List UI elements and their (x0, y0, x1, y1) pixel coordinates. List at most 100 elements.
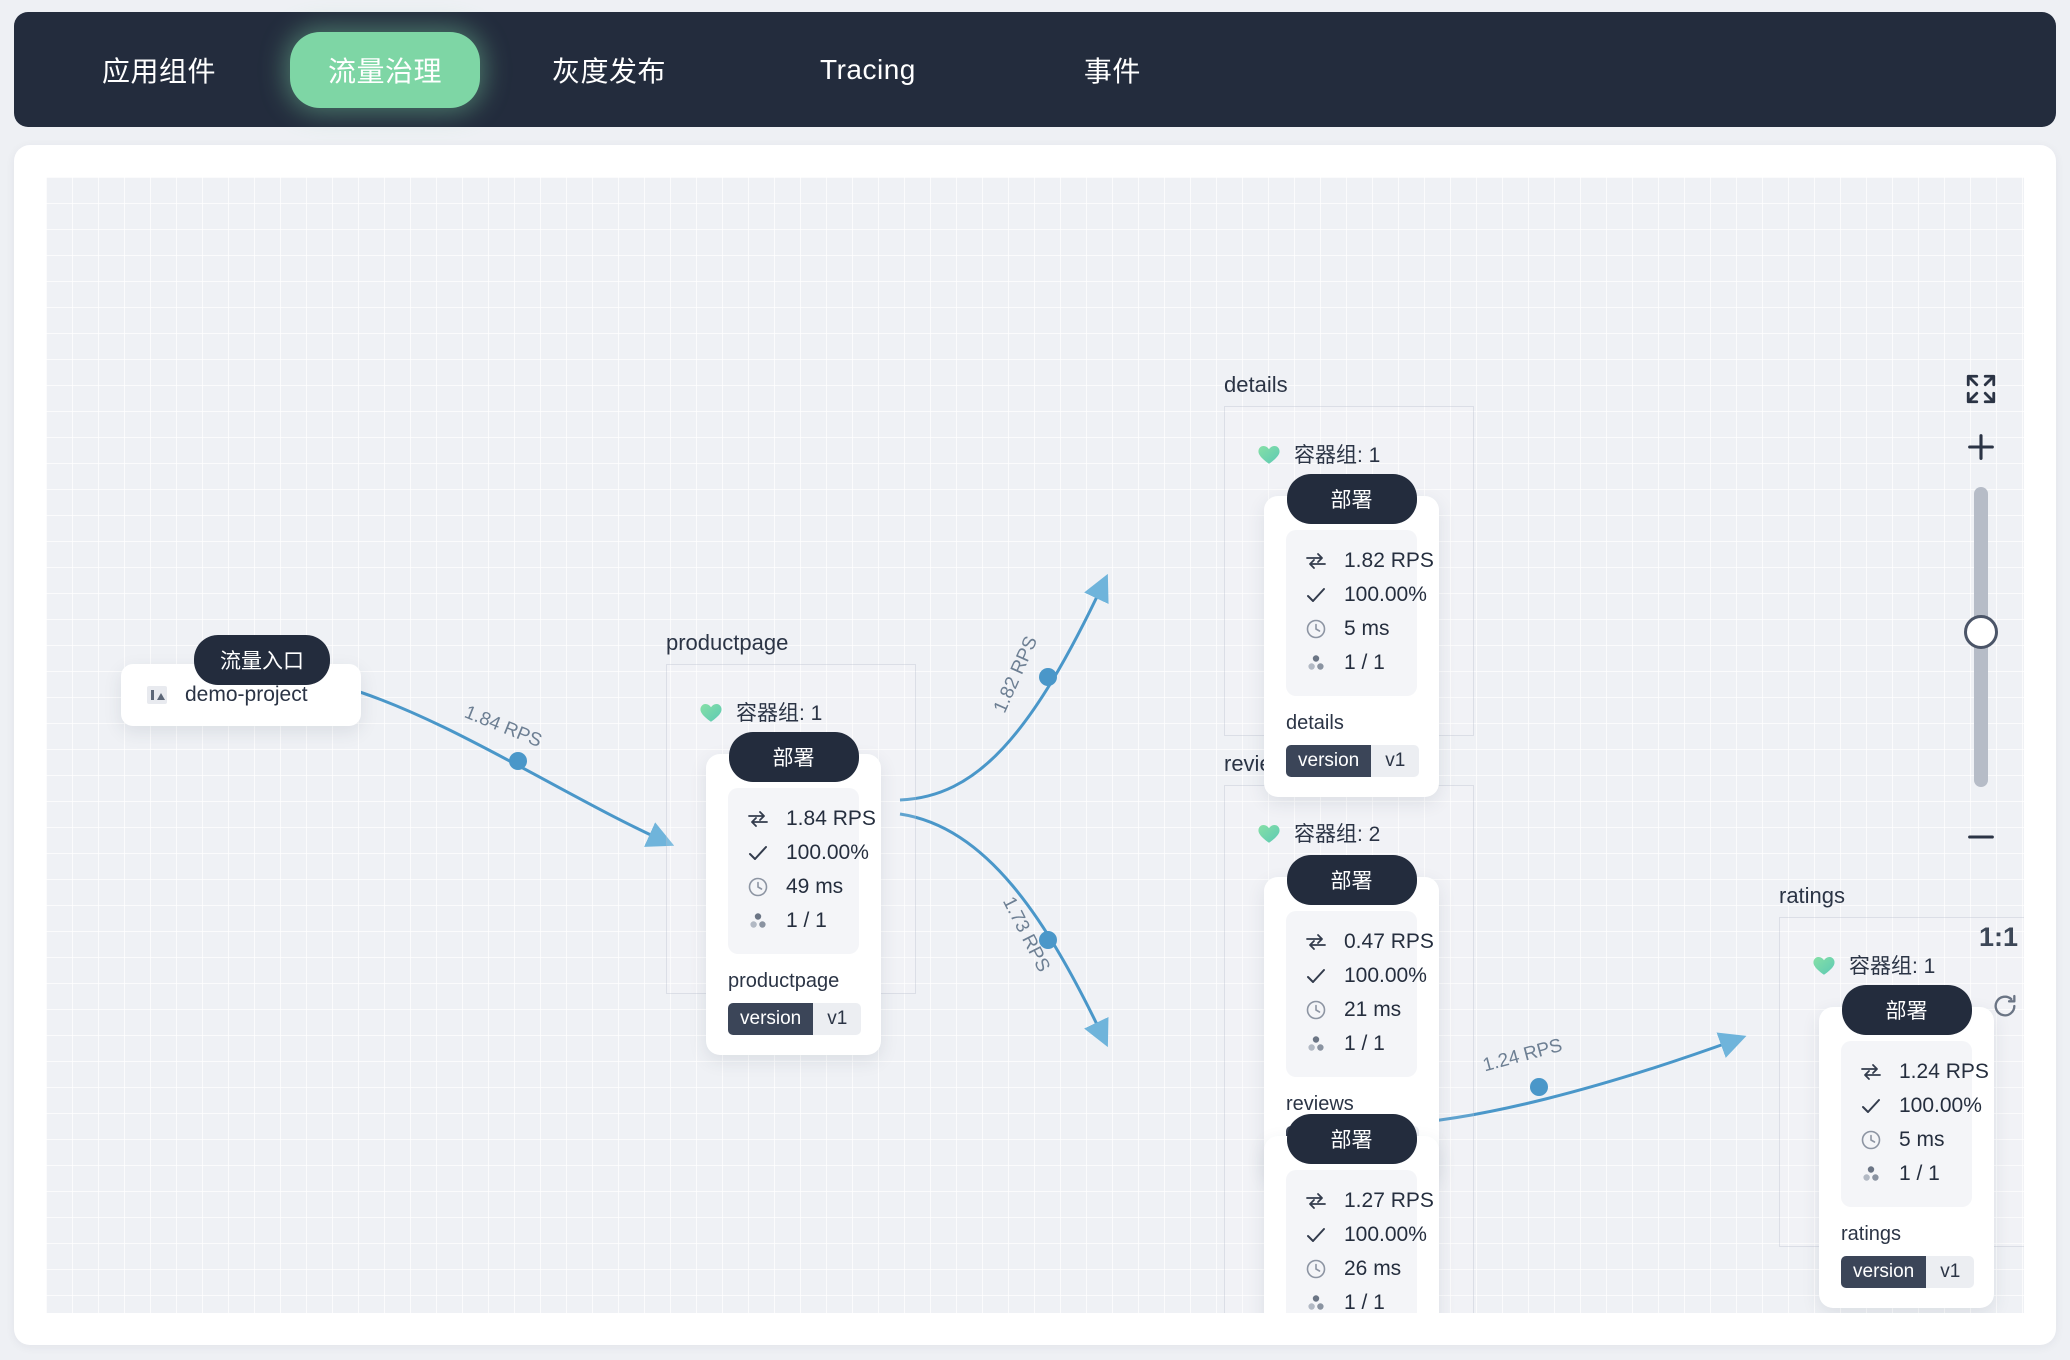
metric-replicas: 1 / 1 (1304, 1286, 1399, 1313)
tab-events[interactable]: 事件 (1083, 55, 1141, 87)
exchange-icon (1861, 1064, 1881, 1080)
heart-icon (700, 703, 722, 722)
metric-success-rate: 100.00% (1304, 578, 1427, 612)
metrics-block: 1.27 RPS 100.00% 26 ms (1286, 1170, 1434, 1313)
pods-row-details: 容器组: 1 (1256, 439, 1380, 469)
metric-value: 1 / 1 (786, 909, 827, 932)
deployment-name: ratings (1841, 1223, 1902, 1245)
zoom-ratio-indicator: 1:1 (1979, 922, 2019, 952)
pods-icon (1863, 1166, 1879, 1181)
metric-success-rate: 100.00% (1304, 959, 1427, 993)
heart-icon (1258, 824, 1280, 843)
version-tag: version v1 (1841, 1256, 1975, 1288)
metric-success-rate: 100.00% (746, 836, 869, 870)
exchange-icon (1306, 1193, 1326, 1209)
pods-icon (1308, 655, 1324, 670)
deploy-pill[interactable]: 部署 (1286, 474, 1417, 524)
metric-value: 1.27 RPS (1344, 1189, 1434, 1212)
metric-replicas: 1 / 1 (1304, 646, 1399, 680)
metric-value: 5 ms (1344, 617, 1390, 640)
check-icon (1862, 1099, 1880, 1113)
deployment-card[interactable]: 1.82 RPS 100.00% 5 ms (1264, 496, 1439, 797)
zoom-slider-thumb[interactable] (1964, 615, 1998, 649)
clock-icon (1861, 1130, 1881, 1150)
metric-rps: 0.47 RPS (1304, 925, 1434, 959)
metrics-block: 1.24 RPS 100.00% 5 ms (1841, 1041, 1989, 1207)
deployment-card[interactable]: 1.84 RPS 100.00% 49 ms (706, 754, 881, 1055)
pods-label: 容器组: 1 (1849, 955, 1936, 978)
entry-pill[interactable]: 流量入口 (194, 635, 330, 685)
exchange-icon (1306, 934, 1326, 950)
edge-productpage-to-reviews[interactable]: 1.73 RPS (899, 812, 1109, 1048)
edge-label: 1.24 RPS (1481, 1035, 1565, 1076)
pods-icon (1308, 1295, 1324, 1310)
expand-icon[interactable] (1964, 372, 1998, 406)
edge-productpage-to-details[interactable]: 1.82 RPS (899, 573, 1109, 802)
heart-icon (1258, 445, 1280, 464)
version-tag-key: version (1286, 745, 1372, 777)
metric-value: 21 ms (1344, 998, 1402, 1021)
metric-value: 100.00% (1344, 1223, 1427, 1246)
chart-icon (147, 686, 167, 704)
top-navbar: 应用组件 流量治理 灰度发布 Tracing 事件 (14, 12, 2056, 127)
refresh-icon[interactable] (1991, 992, 2019, 1020)
tab-app-components[interactable]: 应用组件 (102, 55, 217, 87)
pods-row-productpage: 容器组: 1 (698, 697, 822, 727)
deploy-pill[interactable]: 部署 (1286, 855, 1417, 905)
version-tag: version v1 (1286, 745, 1420, 777)
metric-success-rate: 100.00% (1304, 1218, 1427, 1252)
pods-row-reviews: 容器组: 2 (1256, 818, 1380, 848)
metric-value: 1.24 RPS (1899, 1060, 1989, 1083)
plus-icon[interactable] (1964, 430, 1998, 464)
metric-value: 0.47 RPS (1344, 930, 1434, 953)
group-title-ratings: ratings (1779, 883, 1846, 908)
clock-icon (1306, 1000, 1326, 1020)
metrics-block: 0.47 RPS 100.00% 21 ms (1286, 911, 1434, 1077)
version-tag-key: version (1841, 1256, 1927, 1288)
pods-icon (1308, 1036, 1324, 1051)
metric-latency: 5 ms (1859, 1123, 1954, 1157)
deployment-name: reviews (1286, 1093, 1354, 1115)
edge-entry-to-productpage[interactable]: 1.84 RPS (343, 685, 675, 847)
metric-value: 100.00% (1344, 583, 1427, 606)
version-tag-key: version (728, 1003, 814, 1035)
version-tag-value: v1 (1371, 745, 1420, 777)
metric-rps: 1.24 RPS (1859, 1055, 1989, 1089)
deployment-card[interactable]: 1.24 RPS 100.00% 5 ms (1819, 1007, 1994, 1308)
topology-canvas[interactable]: 1.84 RPS 1.82 RPS 1.73 RPS 1.24 RPS (46, 177, 2024, 1313)
minus-icon[interactable] (1964, 820, 1998, 854)
deploy-pill[interactable]: 部署 (1286, 1114, 1417, 1164)
check-icon (1307, 969, 1325, 983)
deployment-name: productpage (728, 970, 840, 992)
exchange-icon (1306, 553, 1326, 569)
pods-icon (750, 913, 766, 928)
pods-row-ratings: 容器组: 1 (1811, 950, 1935, 980)
deployment-card[interactable]: 1.27 RPS 100.00% 26 ms (1264, 1136, 1439, 1313)
clock-icon (1306, 1259, 1326, 1279)
version-tag-value: v1 (813, 1003, 862, 1035)
check-icon (1307, 588, 1325, 602)
deploy-pill[interactable]: 部署 (1841, 985, 1972, 1035)
metric-value: 5 ms (1899, 1128, 1945, 1151)
metric-value: 100.00% (1899, 1094, 1982, 1117)
metric-latency: 5 ms (1304, 612, 1399, 646)
clock-icon (1306, 619, 1326, 639)
tab-canary-release[interactable]: 灰度发布 (552, 55, 667, 87)
metric-rps: 1.82 RPS (1304, 544, 1434, 578)
metric-value: 1.84 RPS (786, 807, 876, 830)
pods-label: 容器组: 2 (1294, 823, 1381, 846)
metrics-block: 1.82 RPS 100.00% 5 ms (1286, 530, 1434, 696)
exchange-icon (748, 811, 768, 827)
edge-label: 1.84 RPS (461, 702, 544, 752)
deploy-pill[interactable]: 部署 (728, 732, 859, 782)
metric-value: 1 / 1 (1344, 1032, 1385, 1055)
check-icon (1307, 1228, 1325, 1242)
metric-value: 100.00% (786, 841, 869, 864)
metrics-block: 1.84 RPS 100.00% 49 ms (728, 788, 876, 954)
group-title-details: details (1224, 372, 1288, 397)
metric-value: 1.82 RPS (1344, 549, 1434, 572)
metric-value: 100.00% (1344, 964, 1427, 987)
tab-tracing[interactable]: Tracing (820, 53, 916, 85)
clock-icon (748, 877, 768, 897)
tab-traffic-management[interactable]: 流量治理 (290, 31, 481, 108)
